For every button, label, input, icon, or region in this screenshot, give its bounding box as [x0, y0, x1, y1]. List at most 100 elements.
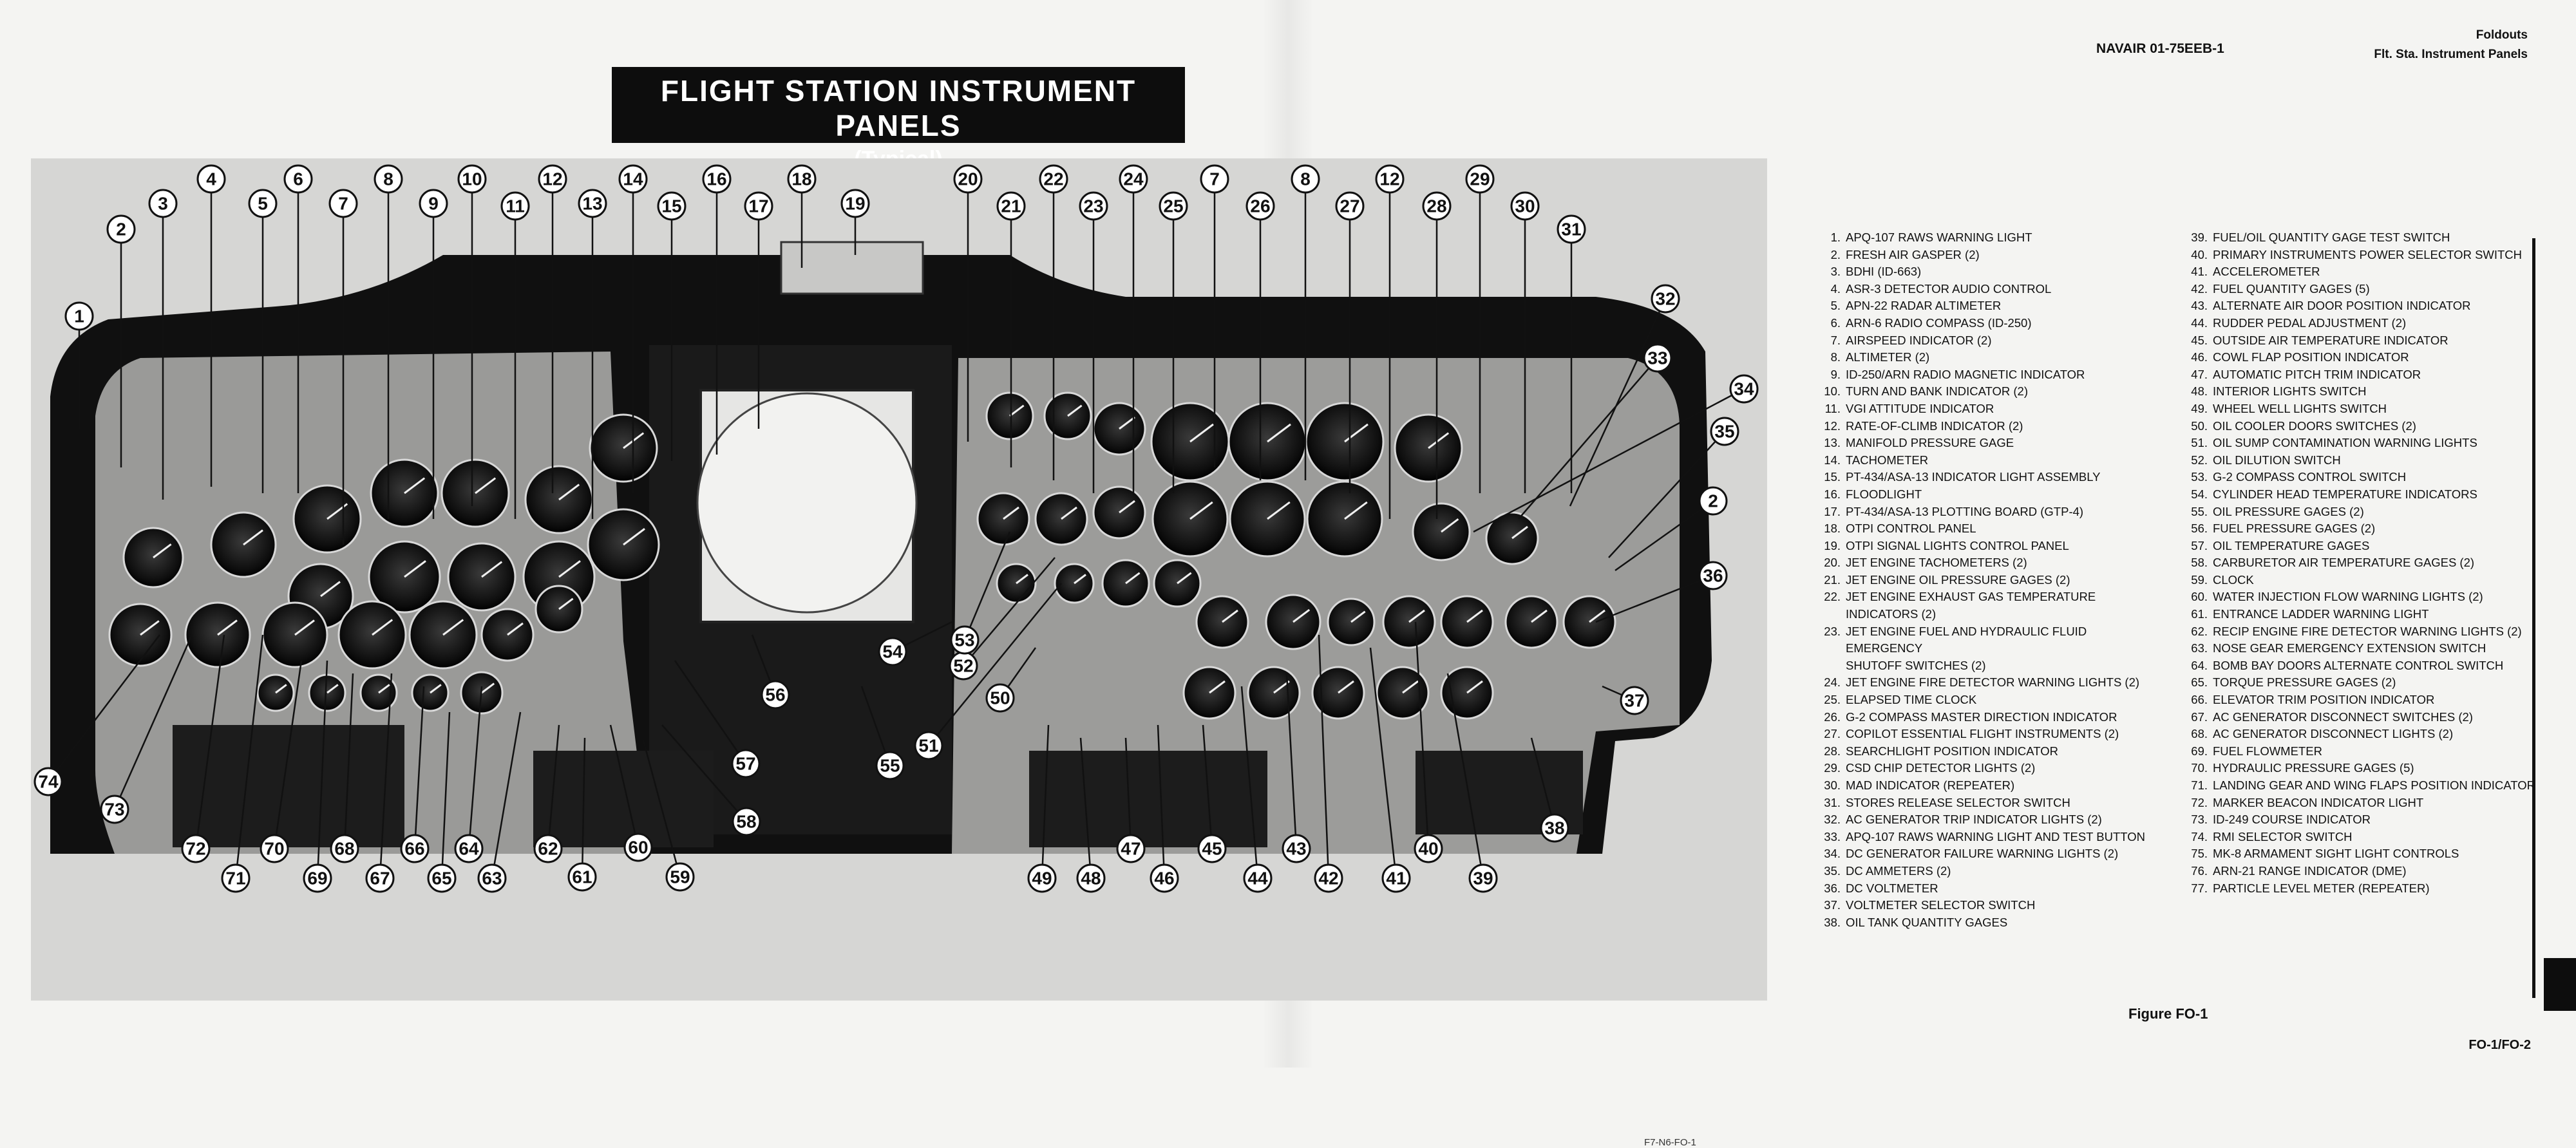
instrument-needle [1293, 608, 1311, 623]
legend-item: 17.PT-434/ASA-13 PLOTTING BOARD (GTP-4) [1819, 503, 2166, 521]
legend-item-text: JET ENGINE EXHAUST GAS TEMPERATURE [1846, 590, 2096, 604]
legend-item-number: 58. [2191, 556, 2208, 570]
callout-number: 38 [1544, 818, 1564, 838]
callout-circle [744, 191, 773, 221]
callout-36: 36 [1595, 561, 1728, 623]
legend-item-number: 5. [1830, 299, 1841, 313]
callout-69: 69 [303, 660, 332, 893]
callout-number: 26 [1250, 196, 1270, 216]
legend-item-number: 36. [1824, 881, 1841, 895]
callout-34: 34 [1473, 374, 1759, 533]
margin-rule [2532, 238, 2535, 998]
instrument-needle [558, 484, 580, 501]
legend-item-number: 60. [2191, 590, 2208, 604]
callout-leader-line [928, 583, 1062, 746]
legend-item: 6.ARN-6 RADIO COMPASS (ID-250) [1819, 315, 2166, 332]
callout-circle [64, 301, 94, 331]
legend-item-text: FLOODLIGHT [1846, 487, 1922, 501]
callout-2: 2 [1615, 486, 1728, 572]
legend-item: 58.CARBURETOR AIR TEMPERATURE GAGES (2) [2186, 554, 2546, 572]
instrument-needle [372, 619, 393, 636]
legend-item: 15.PT-434/ASA-13 INDICATOR LIGHT ASSEMBL… [1819, 469, 2166, 486]
legend-item-text: BOMB BAY DOORS ALTERNATE CONTROL SWITCH [2213, 658, 2504, 672]
legend-item: 3.BDHI (ID-663) [1819, 263, 2166, 281]
callout-circle [1651, 284, 1680, 314]
callout-33: 33 [1518, 343, 1672, 520]
instrument-needle [1344, 423, 1368, 443]
callout-leader-line [234, 634, 264, 879]
legend-item: 59.CLOCK [2186, 572, 2546, 589]
callout-circle [761, 680, 790, 710]
callout-circle [1414, 834, 1443, 863]
callout-number: 7 [338, 194, 348, 214]
legend-item-text: STORES RELEASE SELECTOR SWITCH [1846, 795, 2070, 809]
legend-item: 54.CYLINDER HEAD TEMPERATURE INDICATORS [2186, 486, 2546, 503]
callout-circle [950, 625, 980, 655]
legend-item-text: MAD INDICATOR (REPEATER) [1846, 778, 2015, 792]
callout-9: 9 [419, 189, 448, 519]
legend-item-text: DC AMMETERS (2) [1846, 863, 1951, 878]
legend-item-number: 13. [1824, 436, 1841, 450]
legend-item: 76.ARN-21 RANGE INDICATOR (DME) [2186, 863, 2546, 880]
legend-item: 31. STORES RELEASE SELECTOR SWITCH [1819, 795, 2166, 812]
callout-circle [1710, 417, 1739, 446]
legend-item-number: 9. [1830, 367, 1841, 381]
callout-circle [914, 731, 943, 760]
callout-74: 74 [33, 634, 160, 796]
figure-label: Figure FO-1 [2128, 1006, 2208, 1022]
legend-item-text: RATE-OF-CLIMB INDICATOR (2) [1846, 419, 2023, 433]
legend-item-text: OIL TEMPERATURE GAGES [2213, 538, 2370, 552]
legend-item: 13.MANIFOLD PRESSURE GAGE [1819, 435, 2166, 452]
legend-item-number: 31. [1824, 795, 1841, 809]
callout-number: 66 [404, 839, 424, 859]
legend-item: 27.COPILOT ESSENTIAL FLIGHT INSTRUMENTS … [1819, 726, 2166, 743]
instrument-needle [481, 561, 503, 578]
legend-item-text: JET ENGINE FUEL AND HYDRAULIC FLUID EMER… [1846, 624, 2087, 655]
callout-64: 64 [454, 686, 484, 863]
section-title: Foldouts [2476, 28, 2528, 42]
callout-circle [148, 189, 178, 218]
callout-66: 66 [400, 686, 430, 863]
callout-26: 26 [1245, 191, 1275, 480]
legend-item-text: JET ENGINE FIRE DETECTOR WARNING LIGHTS … [1846, 675, 2140, 690]
callout-number: 69 [307, 869, 327, 889]
callout-leader-line [1041, 724, 1050, 879]
callout-leader-line [1157, 724, 1166, 879]
callout-42: 42 [1314, 634, 1343, 893]
callout-15: 15 [657, 191, 687, 461]
fire-detector-panel [533, 751, 714, 847]
callout-27: 27 [1335, 191, 1365, 493]
callout-7: 7 [1200, 164, 1229, 467]
legend-item-text: MARKER BEACON INDICATOR LIGHT [2213, 795, 2424, 809]
instrument-needle [1511, 525, 1528, 540]
legend-item-number: 56. [2191, 522, 2208, 536]
legend-item-number: 25. [1824, 693, 1841, 707]
callout-number: 5 [258, 194, 268, 214]
callout-leader-line [113, 634, 193, 810]
legend-item-text: WHEEL WELL LIGHTS SWITCH [2213, 401, 2387, 415]
callout-circle [1282, 834, 1311, 863]
legend-item: 50.OIL COOLER DOORS SWITCHES (2) [2186, 418, 2546, 435]
callout-leader-line [963, 531, 1011, 641]
callout-20: 20 [953, 164, 983, 442]
callout-7: 7 [328, 189, 358, 545]
callout-circle [787, 164, 817, 194]
callout-16: 16 [702, 164, 732, 455]
callout-8: 8 [1291, 164, 1320, 480]
legend-item: 55.OIL PRESSURE GAGES (2) [2186, 503, 2546, 521]
callout-leader-line [547, 724, 560, 849]
callout-circle [1076, 863, 1106, 893]
callout-circle [618, 164, 648, 194]
callout-circle [1027, 863, 1057, 893]
legend-item: 57.OIL TEMPERATURE GAGES [2186, 538, 2546, 555]
callout-circle [1245, 191, 1275, 221]
instrument-needle [1441, 518, 1459, 533]
callout-circle [454, 834, 484, 863]
callout-number: 40 [1418, 839, 1438, 859]
legend-item-number: 43. [2191, 299, 2208, 313]
legend-item-number: 20. [1824, 556, 1841, 570]
legend-item-number: 15. [1824, 470, 1841, 484]
callout-leader-line [1608, 431, 1725, 558]
callout-circle [248, 189, 278, 218]
legend-item-text: APN-22 RADAR ALTIMETER [1846, 299, 2002, 313]
